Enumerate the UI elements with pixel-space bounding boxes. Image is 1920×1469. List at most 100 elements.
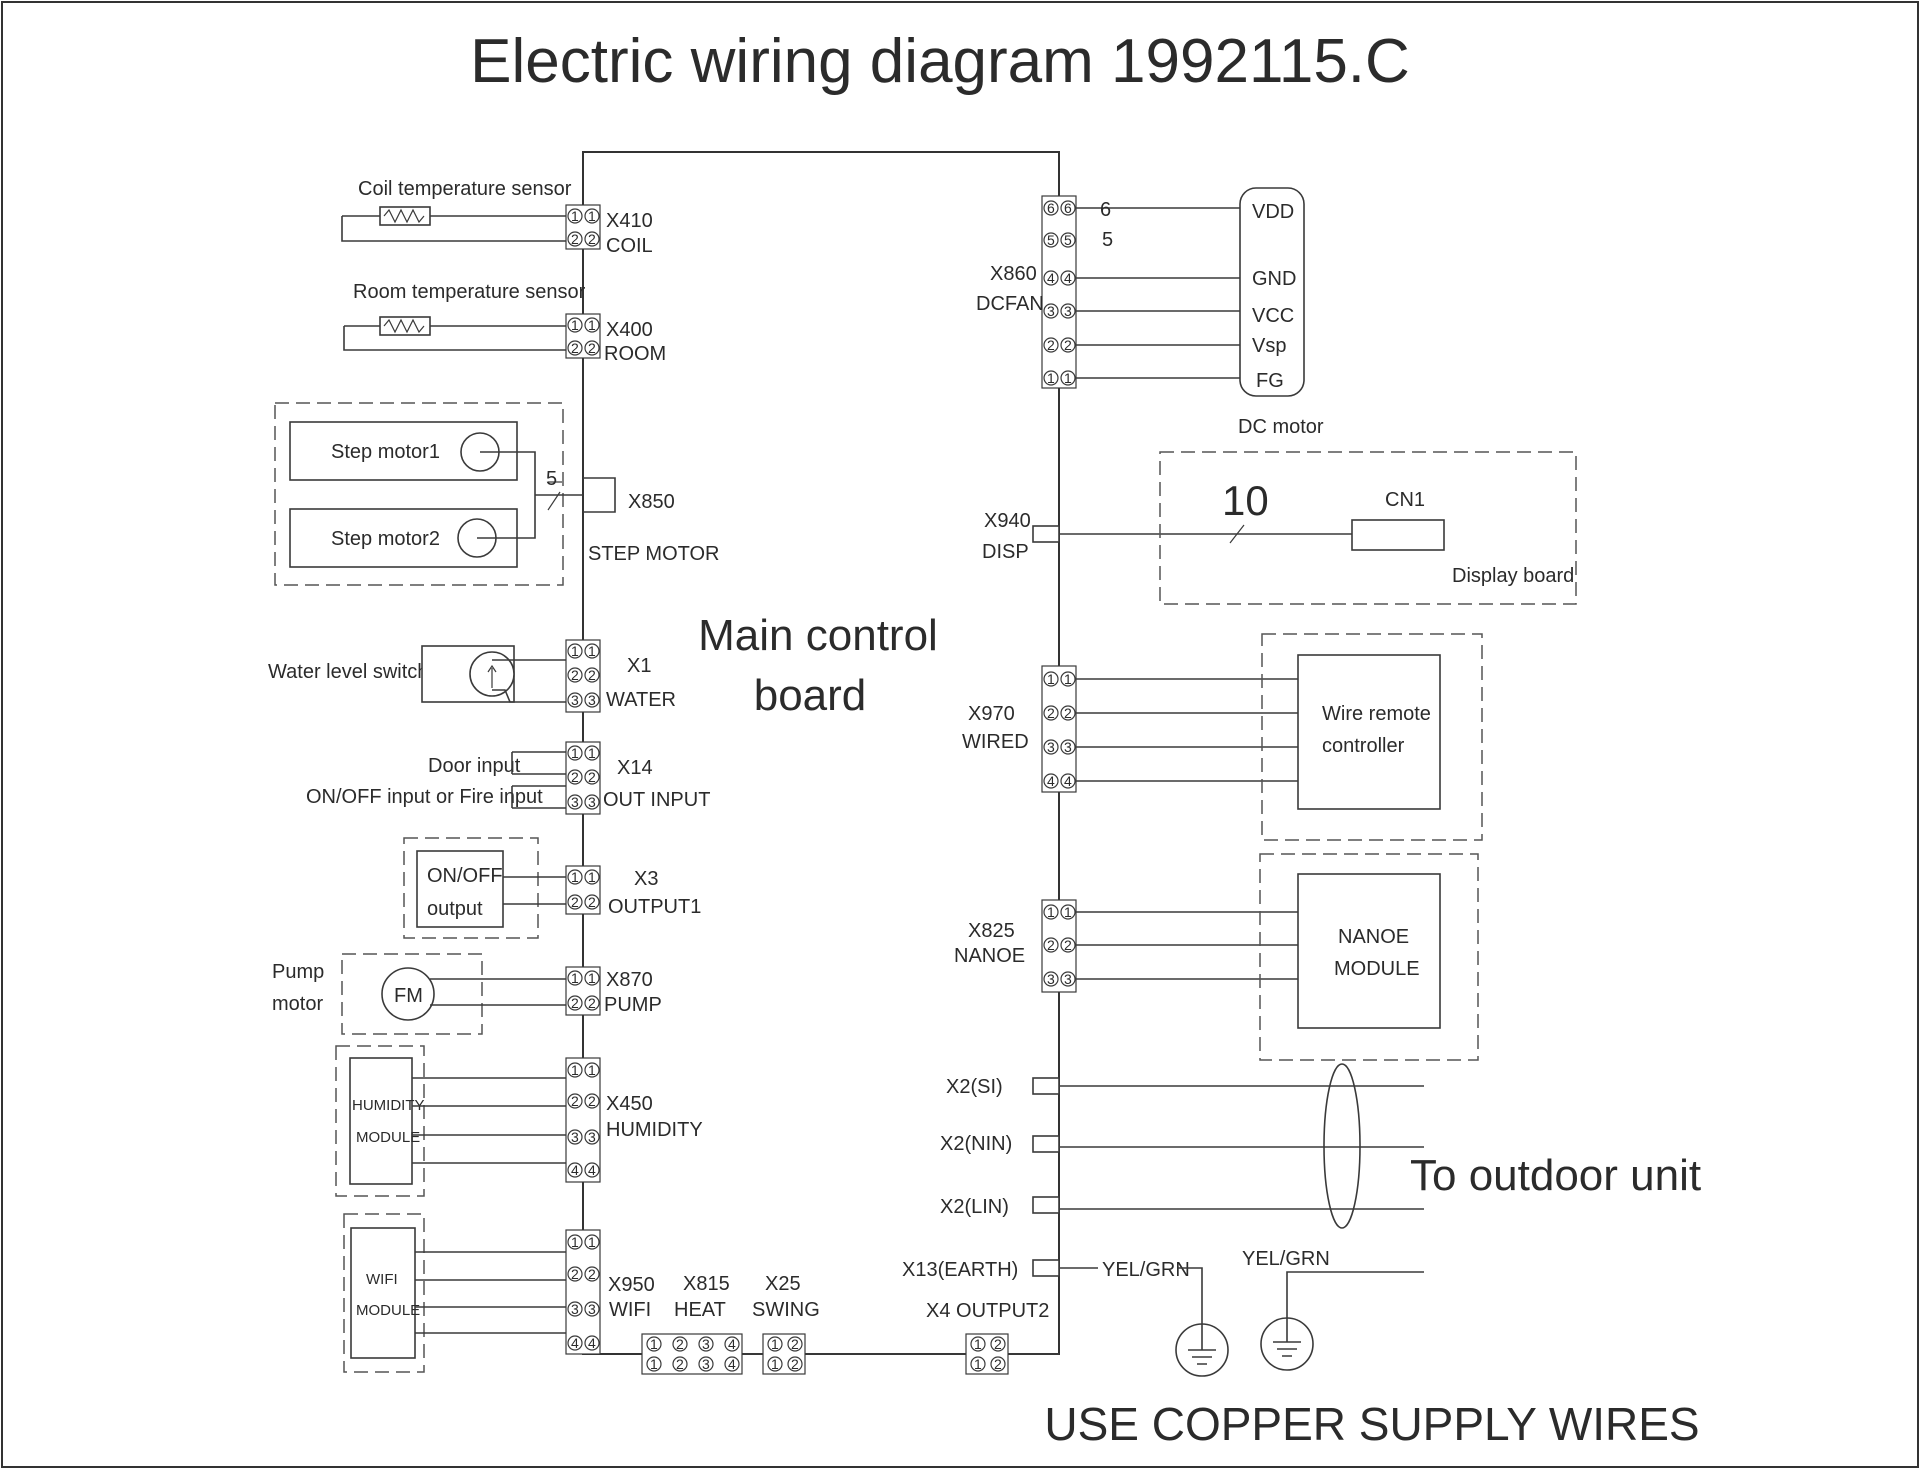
svg-text:2: 2 (588, 894, 596, 910)
svg-text:1: 1 (588, 745, 596, 761)
wire-remote-line1: Wire remote (1322, 703, 1431, 725)
wire-remote-controller-box (1297, 654, 1441, 810)
board-label-line2: board (754, 671, 867, 720)
onoff-input-label: ON/OFF input or Fire input (306, 786, 543, 808)
svg-text:1: 1 (571, 745, 579, 761)
board-label-line1: Main control (698, 611, 938, 660)
dc-motor-box (1239, 187, 1305, 397)
svg-text:3: 3 (1064, 971, 1072, 987)
x3-name: OUTPUT1 (608, 896, 701, 918)
svg-text:4: 4 (728, 1336, 736, 1352)
x13-earth-label: X13(EARTH) (902, 1259, 1018, 1281)
svg-text:2: 2 (571, 1093, 579, 1109)
x940-name: DISP (982, 541, 1029, 563)
svg-text:2: 2 (588, 340, 596, 356)
svg-text:4: 4 (1047, 773, 1055, 789)
x3-id: X3 (634, 868, 658, 890)
svg-text:2: 2 (676, 1336, 684, 1352)
svg-text:4: 4 (571, 1335, 579, 1351)
x14-id: X14 (617, 757, 653, 779)
x1-id: X1 (627, 655, 651, 677)
svg-text:2: 2 (994, 1336, 1002, 1352)
svg-text:3: 3 (1064, 303, 1072, 319)
svg-text:2: 2 (571, 894, 579, 910)
nanoe-module-box (1297, 873, 1441, 1029)
svg-text:2: 2 (588, 769, 596, 785)
svg-text:3: 3 (588, 1301, 596, 1317)
to-outdoor-unit-label: To outdoor unit (1410, 1151, 1701, 1200)
humidity-module-line1: HUMIDITY (352, 1097, 425, 1114)
x400-id: X400 (606, 319, 653, 341)
ground-icon (1260, 1317, 1314, 1371)
step-motor1-label: Step motor1 (331, 441, 440, 463)
svg-text:2: 2 (1047, 705, 1055, 721)
x860-pin5-label: 5 (1102, 229, 1113, 251)
connector-x940: X940 DISP 10 CN1 Display board (982, 451, 1577, 605)
x410-id: X410 (606, 210, 653, 232)
onoff-output-line2: output (427, 898, 483, 920)
step-motor2-label: Step motor2 (331, 528, 440, 550)
svg-text:1: 1 (571, 208, 579, 224)
svg-text:2: 2 (571, 667, 579, 683)
svg-text:2: 2 (588, 1266, 596, 1282)
pump-label-line1: Pump (272, 961, 324, 983)
x970-name: WIRED (962, 731, 1029, 753)
x25-name: SWING (752, 1299, 820, 1321)
dc-motor-pin-fg: FG (1256, 370, 1284, 392)
svg-text:2: 2 (994, 1356, 1002, 1372)
ground-icon (1175, 1323, 1229, 1377)
svg-text:5: 5 (1047, 232, 1055, 248)
x860-pin6-label: 6 (1100, 199, 1111, 221)
svg-text:2: 2 (571, 340, 579, 356)
room-sensor-label: Room temperature sensor (353, 281, 586, 303)
svg-text:1: 1 (1047, 671, 1055, 687)
svg-text:3: 3 (1047, 303, 1055, 319)
diagram-title: Electric wiring diagram 1992115.C (470, 27, 1410, 96)
svg-text:3: 3 (588, 1129, 596, 1145)
svg-text:1: 1 (974, 1336, 982, 1352)
svg-text:3: 3 (588, 692, 596, 708)
svg-text:1: 1 (1064, 904, 1072, 920)
svg-text:1: 1 (650, 1356, 658, 1372)
svg-text:4: 4 (728, 1356, 736, 1372)
footer-note: USE COPPER SUPPLY WIRES (1044, 1398, 1699, 1450)
svg-text:1: 1 (1064, 370, 1072, 386)
water-switch-label: Water level switch (268, 661, 428, 683)
svg-text:4: 4 (1064, 270, 1072, 286)
svg-text:2: 2 (791, 1356, 799, 1372)
wifi-module-line2: MODULE (356, 1302, 420, 1319)
x1-name: WATER (606, 689, 676, 711)
svg-text:2: 2 (588, 1093, 596, 1109)
svg-text:3: 3 (1047, 971, 1055, 987)
x25-id: X25 (765, 1273, 801, 1295)
x860-id: X860 (990, 263, 1037, 285)
wifi-module-line1: WIFI (366, 1271, 398, 1288)
x450-id: X450 (606, 1093, 653, 1115)
x400-name: ROOM (604, 343, 666, 365)
x410-name: COIL (606, 235, 653, 257)
svg-text:1: 1 (588, 1062, 596, 1078)
step-wire-count: 5 (546, 468, 557, 490)
svg-text:2: 2 (1047, 937, 1055, 953)
svg-text:3: 3 (588, 794, 596, 810)
svg-text:2: 2 (791, 1336, 799, 1352)
svg-text:1: 1 (588, 1234, 596, 1250)
svg-text:1: 1 (571, 1062, 579, 1078)
svg-text:2: 2 (588, 231, 596, 247)
x850-id: X850 (628, 491, 675, 513)
svg-text:4: 4 (588, 1335, 596, 1351)
dc-motor-pin-vsp: Vsp (1252, 335, 1286, 357)
svg-text:1: 1 (1064, 671, 1072, 687)
svg-text:2: 2 (571, 995, 579, 1011)
x860-name: DCFAN (976, 293, 1044, 315)
svg-text:3: 3 (571, 1129, 579, 1145)
svg-text:1: 1 (588, 643, 596, 659)
dc-motor-label: DC motor (1238, 416, 1324, 438)
